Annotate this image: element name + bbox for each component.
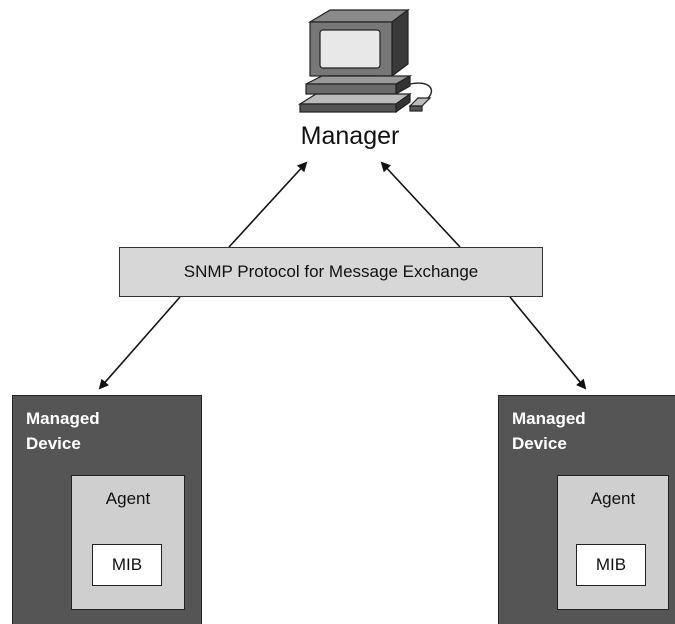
managed-device-label: Managed Device [26,409,100,453]
snmp-protocol-box: SNMP Protocol for Message Exchange [119,247,543,297]
manager-label: Manager [300,122,400,150]
agent-label: Agent [105,489,151,508]
managed-device-label: Managed Device [512,409,586,453]
snmp-protocol-label: SNMP Protocol for Message Exchange [183,262,479,281]
mib-box: MIB [576,544,646,586]
agent-box: Agent MIB [71,475,185,610]
agent-label: Agent [590,489,636,508]
mib-box: MIB [92,544,162,586]
arrow-to-right-device [509,296,587,390]
arrow-to-manager-right [380,161,461,248]
managed-device-left: Managed Device Agent MIB [12,395,202,624]
arrow-to-manager-left [228,161,308,248]
arrow-to-left-device [98,296,181,390]
managed-device-right: Managed Device Agent MIB [498,395,675,624]
agent-box: Agent MIB [557,475,669,610]
